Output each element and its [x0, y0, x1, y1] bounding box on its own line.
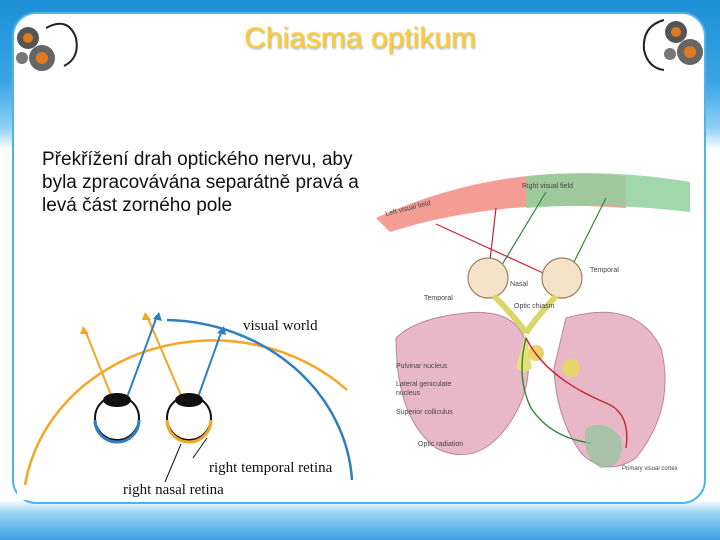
label-lateral-geniculate: Lateral geniculate	[396, 381, 451, 388]
label-temporal-left: Temporal	[424, 295, 453, 302]
label-nasal: Nasal	[510, 281, 528, 288]
right-eyeball	[542, 258, 582, 298]
label-right-visual-field: Right visual field	[522, 183, 573, 190]
label-right-nasal-retina: right nasal retina	[123, 482, 224, 498]
gear-decoration-icon	[6, 8, 86, 88]
label-temporal-right: Temporal	[590, 267, 619, 274]
label-optic-chiasm: Optic chiasm	[514, 303, 555, 310]
label-superior-colliculus: Superior colliculus	[396, 409, 453, 416]
label-right-temporal-retina: right temporal retina	[209, 460, 333, 476]
visual-world-diagram: visual world right temporal retina right…	[17, 300, 367, 500]
label-pulvinar-nucleus: Pulvinar nucleus	[396, 363, 448, 370]
body-text: Překřížení drah optického nervu, aby byl…	[42, 148, 372, 217]
page-title: Chiasma optikum	[150, 22, 570, 56]
left-eyeball	[468, 258, 508, 298]
label-lateral-geniculate-nucleus: nucleus	[396, 390, 421, 397]
footer-background	[0, 500, 720, 540]
left-eye	[95, 393, 139, 442]
right-eye	[167, 393, 211, 442]
label-visual-world: visual world	[243, 318, 318, 334]
optic-pathway-diagram: Right visual field Left visual field Tem…	[376, 168, 692, 480]
gear-decoration-icon	[634, 8, 714, 88]
label-optic-radiation: Optic radiation	[418, 441, 463, 448]
label-primary-visual-cortex: Primary visual cortex	[622, 466, 678, 472]
